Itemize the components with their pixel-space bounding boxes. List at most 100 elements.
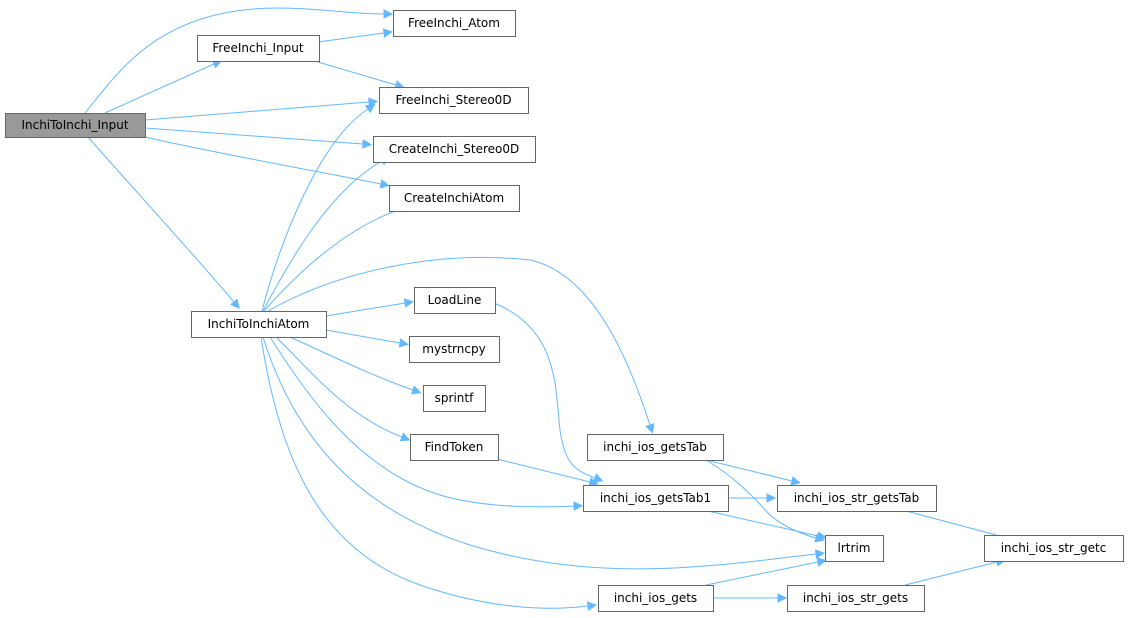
node-label: inchi_ios_str_getsTab — [794, 491, 920, 505]
node-box — [423, 385, 486, 412]
edge-n6-to-n5 — [263, 203, 413, 312]
node-box — [410, 434, 499, 461]
node-label: inchi_ios_gets — [614, 591, 697, 605]
edge-line — [705, 459, 793, 482]
edge-line — [263, 207, 405, 312]
edge-line — [87, 136, 235, 303]
edge-n17-to-n15 — [904, 557, 1006, 586]
node-box — [5, 113, 146, 138]
node-freeinchi-stereo0d[interactable]: FreeInchi_Stereo0D — [379, 87, 529, 114]
node-inchitoinchiatom[interactable]: InchiToInchiAtom — [191, 311, 327, 338]
node-box — [393, 10, 516, 37]
arrowhead-icon — [383, 9, 394, 19]
edge-line — [317, 32, 385, 43]
edge-line — [275, 336, 403, 438]
edge-n16-to-n17 — [713, 593, 788, 603]
edge-n6-to-n16 — [260, 336, 597, 611]
node-label: LoadLine — [428, 293, 482, 307]
edge-n0-to-n5 — [144, 136, 390, 189]
edge-line — [496, 458, 591, 483]
arrowhead-icon — [816, 531, 827, 541]
edge-n6-to-n12 — [269, 336, 584, 511]
node-inchi-ios-gets[interactable]: inchi_ios_gets — [598, 585, 714, 612]
edge-n6-to-n10 — [275, 336, 411, 442]
node-box — [787, 585, 925, 612]
node-box — [197, 35, 320, 62]
node-createinchi-stereo0d[interactable]: CreateInchi_Stereo0D — [373, 136, 536, 163]
edge-line — [707, 510, 819, 537]
node-loadline[interactable]: LoadLine — [414, 287, 496, 314]
node-mystrncpy[interactable]: mystrncpy — [409, 336, 500, 363]
arrowhead-icon — [766, 493, 777, 503]
edge-line — [269, 336, 575, 508]
node-freeinchi-input[interactable]: FreeInchi_Input — [197, 35, 320, 62]
nodes-layer: InchiToInchi_Input FreeInchi_AtomFreeInch… — [5, 10, 1124, 612]
edge-n6-to-n14 — [262, 336, 825, 570]
node-box — [191, 311, 327, 338]
node-inchi-ios-getstab1[interactable]: inchi_ios_getsTab1 — [583, 485, 729, 512]
arrowhead-icon — [790, 476, 801, 486]
node-inchi-ios-str-gets[interactable]: inchi_ios_str_gets — [787, 585, 925, 612]
node-label: FindToken — [425, 440, 484, 454]
arrowhead-icon — [588, 477, 599, 487]
node-box — [389, 185, 520, 212]
node-label: mystrncpy — [422, 342, 485, 356]
node-box — [379, 87, 529, 114]
node-box — [777, 485, 937, 512]
arrowhead-icon — [382, 28, 393, 38]
arrowhead-icon — [816, 557, 827, 567]
node-findtoken[interactable]: FindToken — [410, 434, 499, 461]
arrowhead-icon — [592, 473, 604, 483]
node-lrtrim[interactable]: lrtrim — [825, 535, 884, 562]
edge-n6-to-n3 — [261, 103, 376, 312]
edge-n12-to-n14 — [707, 510, 827, 541]
edge-n12-to-n13 — [728, 493, 777, 503]
arrowhead-icon — [403, 298, 415, 308]
node-freeinchi-atom[interactable]: FreeInchi_Atom — [393, 10, 516, 37]
edge-n6-to-n7 — [325, 298, 415, 317]
edge-line — [262, 160, 383, 312]
edge-line — [104, 63, 215, 114]
node-label: inchi_ios_str_getc — [1001, 541, 1107, 555]
arrowhead-icon — [379, 179, 390, 189]
edge-n6-to-n4 — [262, 156, 390, 312]
edge-line — [144, 127, 364, 145]
node-createinchiatom[interactable]: CreateInchiAtom — [389, 185, 520, 212]
arrowhead-icon — [399, 432, 411, 442]
node-inchitoinchi-input[interactable]: InchiToInchi_Input — [5, 113, 146, 138]
edges-layer — [84, 7, 1024, 611]
node-box — [583, 485, 729, 512]
node-label: FreeInchi_Stereo0D — [395, 93, 511, 107]
node-box — [373, 136, 536, 163]
node-box — [984, 535, 1124, 562]
edge-line — [261, 108, 369, 312]
edge-line — [493, 302, 596, 479]
node-label: inchi_ios_getsTab1 — [600, 491, 711, 505]
node-inchi-ios-str-getc[interactable]: inchi_ios_str_getc — [984, 535, 1124, 562]
edge-line — [262, 336, 817, 570]
node-inchi-ios-str-getstab[interactable]: inchi_ios_str_getsTab — [777, 485, 937, 512]
arrowhead-icon — [573, 501, 584, 511]
node-box — [414, 287, 496, 314]
edge-n2-to-n1 — [317, 28, 393, 43]
edge-n6-to-n8 — [325, 329, 410, 348]
node-label: inchi_ios_str_gets — [803, 591, 908, 605]
node-box — [587, 434, 724, 461]
node-label: FreeInchi_Input — [212, 41, 304, 55]
arrowhead-icon — [362, 139, 373, 149]
node-label: InchiToInchi_Input — [21, 118, 128, 132]
edge-line — [705, 459, 817, 539]
node-inchi-ios-getstab[interactable]: inchi_ios_getsTab — [587, 434, 724, 461]
edge-n0-to-n1 — [84, 7, 394, 114]
node-box — [825, 535, 884, 562]
node-sprintf[interactable]: sprintf — [423, 385, 486, 412]
edge-n2-to-n3 — [317, 61, 405, 90]
edge-line — [144, 136, 382, 185]
node-label: FreeInchi_Atom — [408, 16, 500, 30]
node-label: lrtrim — [838, 541, 871, 555]
edge-line — [317, 61, 397, 86]
arrowhead-icon — [410, 385, 422, 395]
edge-line — [289, 336, 414, 391]
edge-n7-to-n12 — [493, 302, 604, 483]
